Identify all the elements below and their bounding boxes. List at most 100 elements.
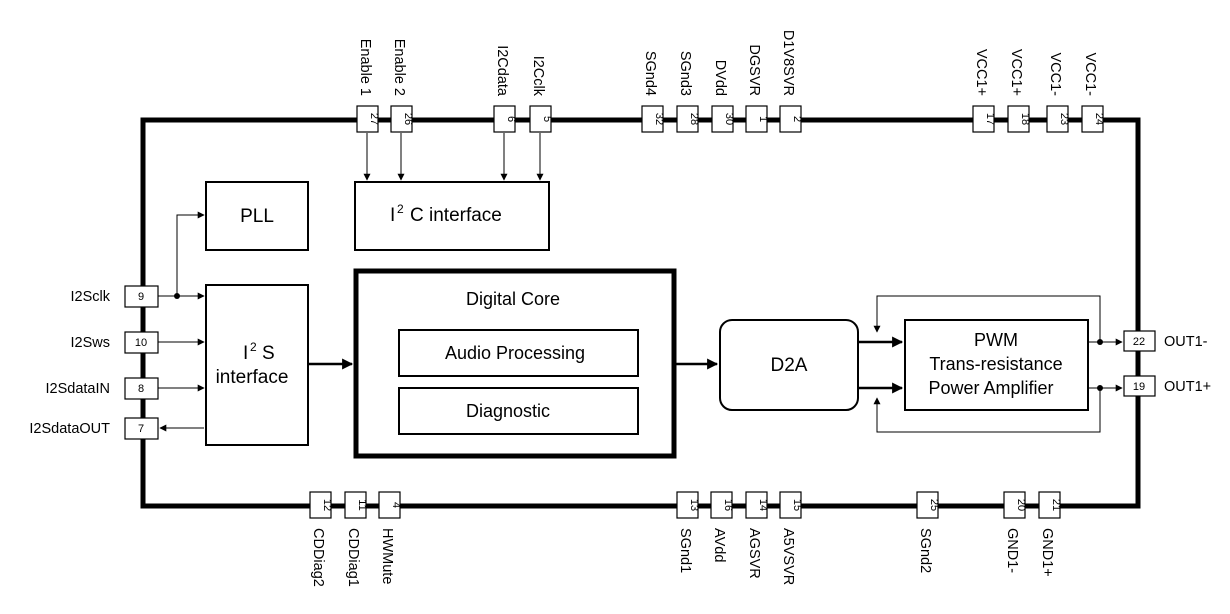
i2s-label-line1: S — [262, 343, 275, 364]
digital-core-label: Digital Core — [466, 289, 560, 309]
bottom-pin-number: 14 — [757, 499, 769, 511]
top-pin-number: 5 — [541, 116, 553, 122]
pwm-label-line3: Power Amplifier — [928, 378, 1053, 398]
bottom-pin-label: HWMute — [379, 528, 395, 584]
audio-processing-label: Audio Processing — [445, 343, 585, 363]
bottom-pin-label: CDDiag2 — [310, 528, 326, 587]
top-pin-label: I2Cdata — [494, 45, 510, 97]
bottom-pin-number: 16 — [722, 499, 734, 511]
top-pin-number: 26 — [402, 113, 414, 125]
i2c-superscript: 2 — [397, 202, 404, 216]
bottom-pin-label: AVdd — [711, 528, 727, 562]
i2s-letter: I — [243, 343, 248, 364]
bottom-pin-number: 4 — [390, 502, 402, 508]
clk-to-pll-arrow — [176, 211, 205, 296]
i2c-interface-block: I 2 C interface — [354, 181, 550, 251]
bottom-pin-number: 12 — [321, 499, 333, 511]
top-pin-number: 24 — [1093, 113, 1105, 125]
top-pin-5: 5 I2Cclk — [529, 56, 553, 133]
top-pin-32: 32 SGnd4 — [641, 51, 665, 133]
pll-label: PLL — [240, 206, 274, 227]
diagnostic-label: Diagnostic — [466, 401, 550, 421]
top-pin-label: VCC1+ — [973, 49, 989, 96]
bottom-pin-label: GND1- — [1004, 528, 1020, 573]
bottom-pin-number: 13 — [688, 499, 700, 511]
bottom-pin-number: 20 — [1015, 499, 1027, 511]
top-pin-number: 23 — [1058, 113, 1070, 125]
top-pin-23: 23 VCC1- — [1046, 52, 1070, 133]
top-pin-label: DGSVR — [746, 44, 762, 96]
top-pin-number: 17 — [984, 113, 996, 125]
bottom-pin-number: 25 — [928, 499, 940, 511]
top-pin-label: SGnd4 — [642, 51, 658, 96]
pwm-amplifier-block: PWM Trans-resistance Power Amplifier — [904, 319, 1089, 411]
feedback-minus-arrow — [873, 295, 1101, 342]
left-pin-label: I2Sws — [71, 335, 111, 351]
audio-processing-block — [398, 329, 639, 377]
diagnostic-block — [398, 387, 639, 435]
pwm-label-line1: PWM — [974, 330, 1018, 350]
left-pin-label: I2Sclk — [71, 289, 111, 305]
bottom-pin-number: 11 — [356, 499, 368, 510]
i2c-letter: I — [390, 205, 395, 226]
bottom-pin-label: SGnd2 — [917, 528, 933, 573]
right-pin-label: OUT1+ — [1164, 379, 1211, 395]
top-pin-24: 24 VCC1- — [1081, 52, 1105, 133]
top-pin-label: I2Cclk — [530, 56, 546, 97]
right-pin-19: 19 OUT1+ — [1123, 375, 1211, 397]
feedback-plus-arrow — [873, 388, 1101, 433]
top-pin-label: SGnd3 — [677, 51, 693, 96]
digital-core-block: Digital Core Audio Processing Diagnostic — [353, 268, 677, 459]
top-pin-number: 30 — [723, 113, 735, 125]
left-pin-8: 8 I2SdataIN — [46, 377, 159, 400]
pwm-label-line2: Trans-resistance — [929, 354, 1062, 374]
bottom-pin-number: 21 — [1050, 499, 1062, 511]
top-pin-label: DVdd — [712, 60, 728, 96]
d2a-block: D2A — [719, 319, 859, 411]
left-pin-label: I2SdataOUT — [29, 421, 110, 437]
clk-junction-dot — [174, 293, 180, 299]
right-pin-number: 19 — [1133, 381, 1145, 393]
top-pin-label: Enable 1 — [357, 39, 373, 96]
left-pin-number: 9 — [138, 291, 144, 303]
top-pin-number: 18 — [1019, 113, 1031, 125]
internal-wiring — [158, 133, 1123, 433]
top-pin-number: 2 — [791, 116, 803, 122]
bottom-pin-number: 15 — [791, 499, 803, 511]
bottom-pin-label: A5VSVR — [780, 528, 796, 585]
left-pin-label: I2SdataIN — [46, 381, 111, 397]
top-pin-number: 32 — [653, 113, 665, 125]
top-pin-label: VCC1- — [1082, 52, 1098, 96]
i2s-superscript: 2 — [250, 340, 257, 354]
pll-block: PLL — [205, 181, 309, 251]
bottom-pin-label: CDDiag1 — [345, 528, 361, 587]
bottom-pin-label: SGnd1 — [677, 528, 693, 573]
left-pin-9: 9 I2Sclk — [71, 285, 159, 308]
left-pin-number: 8 — [138, 383, 144, 395]
top-pin-17: 17 VCC1+ — [972, 49, 996, 133]
bottom-pin-label: GND1+ — [1039, 528, 1055, 577]
i2s-label-line2: interface — [216, 367, 289, 388]
top-pin-label: D1V8SVR — [780, 30, 796, 96]
top-pin-label: VCC1- — [1047, 52, 1063, 96]
top-pin-30: 30 DVdd — [711, 60, 735, 133]
i2s-interface-block: I 2 S interface — [205, 284, 309, 446]
